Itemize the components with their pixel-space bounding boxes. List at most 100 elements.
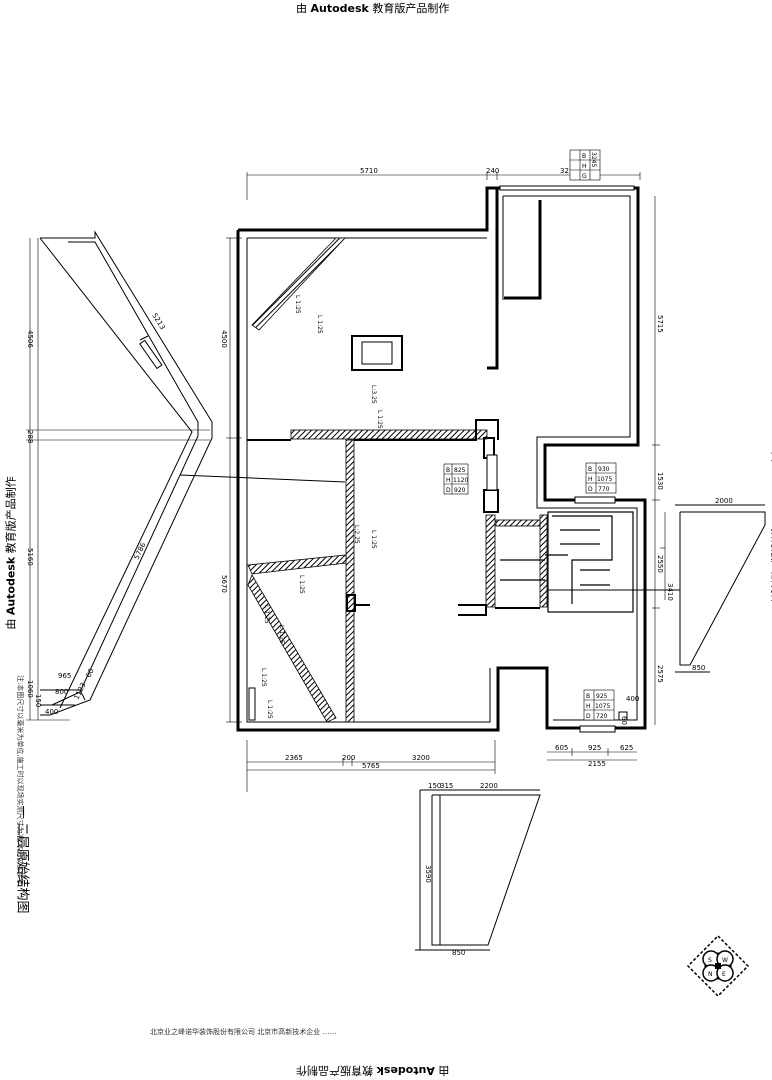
watermark-brand: Autodesk [310,2,369,15]
wt-mid-r2: D [446,487,451,494]
dim-60-left: 60 [85,667,96,679]
bottom-balcony-section [415,789,541,951]
dim-2365: 2365 [285,754,303,762]
dim-288: 288 [26,430,34,443]
vertical-dimension-texts: 5715 1530 2550 3410 2575 4500 5670 4506 … [26,312,674,883]
beam-label-7: L 1:25 [298,575,305,594]
dim-850-bottom: 850 [452,949,465,957]
watermark-suffix: 教育版产品制作 [372,2,450,15]
beam-labels: L 1:25 L 1:25 L:3.25 L 1:25 L:2.25 L 1:2… [260,295,383,719]
window-table-bottom: B H D 925 1075 720 [583,689,615,721]
balcony-rail [504,200,542,300]
dim-5765: 5765 [362,762,380,770]
inner-outline [246,195,638,723]
compass-e: N [708,971,713,978]
wt-top-r1: H [582,163,587,170]
wt-stair-v2: 770 [598,486,610,493]
compass-n: W [722,957,728,964]
dim-150-left: 150 [34,694,42,707]
dim-850-right: 850 [692,664,705,672]
beam-label-10: L 1:25 [260,668,267,687]
wt-stair-v1: 1075 [597,476,612,483]
right-stair-section [548,504,766,673]
window-table-top: B H G 3245 [569,149,601,181]
compass [686,934,750,998]
dim-400-left: 400 [45,708,58,716]
dim-200: 200 [342,754,355,762]
drawing-note-bottom: 北京业之峰诺华装饰股份有限公司 北京市高新技术企业 …… [150,1027,336,1037]
wt-mid-v0: 825 [454,467,466,474]
wt-top-r2: G [582,173,587,180]
dim-2550: 2550 [656,555,664,573]
outer-walls [236,186,647,732]
dim-3590: 3590 [424,865,432,883]
windows [486,185,635,733]
compass-w: S [708,957,712,964]
dim-2575: 2575 [656,665,664,683]
wt-bottom-r0: B [586,693,590,700]
dim-1530: 1530 [656,472,664,490]
left-roof-section [39,230,346,716]
wt-bottom-v1: 1075 [595,703,610,710]
dim-150: 150 [428,782,441,790]
dim-400-right: 400 [626,695,639,703]
dim-3215: 3215 [560,167,578,175]
dim-800: 800 [55,688,68,696]
wt-stair-r2: D [588,486,593,493]
beam-label-9: L 1:25 [278,625,285,644]
dim-3200: 3200 [412,754,430,762]
wt-bottom-v0: 925 [596,693,608,700]
dim-315: 315 [440,782,453,790]
watermark-prefix: 由 [296,2,307,15]
watermark-top: 由 Autodesk 教育版产品制作 [296,0,449,16]
window-table-stair: B H D 930 1075 770 [585,462,617,494]
dim-605: 605 [555,744,568,752]
window-table-mid: B H D 825 1120 920 [443,463,468,495]
dim-5710: 5710 [360,167,378,175]
dim-240: 240 [486,167,499,175]
wt-top-r0: B [582,153,586,160]
wt-bottom-r2: D [586,713,591,720]
wt-bottom-r1: H [586,703,591,710]
dimension-texts: 5710 240 3215 2365 200 3200 5765 605 925… [45,167,733,957]
beam-label-5: L:2.25 [353,525,360,544]
beam-label-11: L 1:25 [266,700,273,719]
dim-4506: 4506 [26,330,34,348]
dim-3410: 3410 [666,583,674,601]
dim-5213: 5213 [150,312,166,331]
beam-label-4: L 1:25 [376,410,383,429]
beam-label-1: L 1:25 [294,295,301,314]
dim-925: 925 [588,744,601,752]
wt-stair-v0: 930 [598,466,610,473]
dim-4500: 4500 [220,330,228,348]
wt-mid-r1: H [446,477,451,484]
partitions [247,419,540,616]
skylight [351,335,403,371]
wt-stair-r1: H [588,476,593,483]
beam-label-3: L:3.25 [370,385,377,404]
compass-letters: W S E N [708,957,728,978]
fixtures [248,687,628,721]
beam-label-8: L 1:25 [263,605,270,624]
dim-60-right: 60 [620,716,628,725]
dim-2200: 2200 [480,782,498,790]
beam-label-6: L 1:25 [370,530,377,549]
wt-mid-v2: 920 [454,487,466,494]
dim-1060: 1060 [26,680,34,698]
dim-965: 965 [58,672,71,680]
beam-label-2: L 1:25 [316,315,323,334]
compass-s: E [722,971,726,978]
dim-5715: 5715 [656,315,664,333]
dim-5670: 5670 [220,575,228,593]
dim-2000: 2000 [715,497,733,505]
dim-625: 625 [620,744,633,752]
wt-stair-r0: B [588,466,592,473]
dimension-lines [26,172,666,792]
wt-top-v0: 3245 [590,152,597,167]
dim-2155: 2155 [588,760,606,768]
wt-bottom-v2: 720 [596,713,608,720]
staircase [500,511,634,613]
dim-1123: 1123 [73,681,88,701]
wt-mid-v1: 1120 [453,477,468,484]
